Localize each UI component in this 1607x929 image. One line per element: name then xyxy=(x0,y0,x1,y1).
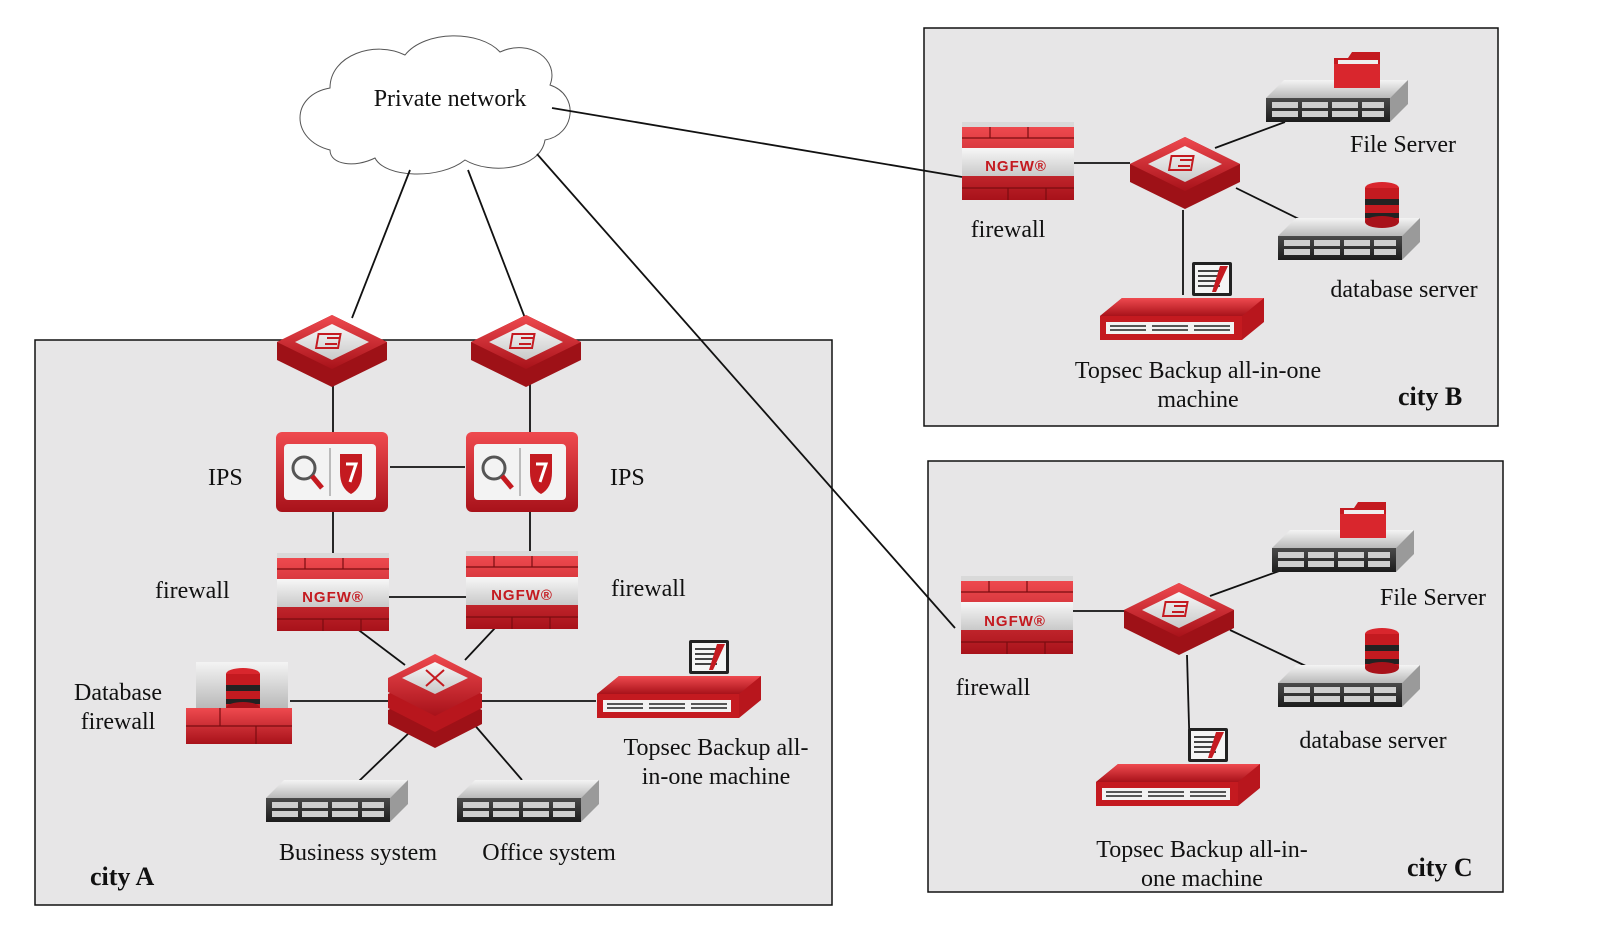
database-firewall-icon xyxy=(186,662,292,744)
database-server-label-b: database server xyxy=(1330,277,1477,303)
city-a-panel xyxy=(34,339,833,906)
firewall-label-right: firewall xyxy=(611,576,686,602)
city-b-title: city B xyxy=(1398,382,1462,411)
file-server-label-b: File Server xyxy=(1350,132,1456,158)
database-server-label-c: database server xyxy=(1299,728,1446,754)
ips-label-right: IPS xyxy=(610,465,645,491)
firewall-label-b: firewall xyxy=(971,217,1046,243)
ips-label-left: IPS xyxy=(208,465,243,491)
ips-icon-a-left xyxy=(276,432,388,512)
database-icon-b xyxy=(1365,182,1399,228)
database-icon-c xyxy=(1365,628,1399,674)
database-firewall-label-2: firewall xyxy=(81,709,156,735)
backup-label-c-1: Topsec Backup all-in- xyxy=(1096,837,1308,863)
database-server-icon-c xyxy=(1278,665,1420,707)
ngfw-text: NGFW® xyxy=(984,613,1046,630)
business-server-icon xyxy=(266,780,408,822)
database-firewall-label-1: Database xyxy=(74,680,162,706)
firewall-label-c: firewall xyxy=(956,675,1031,701)
backup-label-a-2: in-one machine xyxy=(642,764,791,790)
city-a-title: city A xyxy=(90,862,154,891)
connections xyxy=(290,107,1311,783)
backup-label-b-2: machine xyxy=(1157,387,1238,413)
database-server-icon-b xyxy=(1278,218,1420,260)
business-system-label: Business system xyxy=(279,840,437,866)
firewall-icon-a-right: NGFW® xyxy=(465,550,579,630)
backup-label-c-2: one machine xyxy=(1141,866,1263,892)
ngfw-text: NGFW® xyxy=(302,589,364,606)
file-server-label-c: File Server xyxy=(1380,585,1486,611)
firewall-icon-b: NGFW® xyxy=(961,121,1075,201)
cloud-label: Private network xyxy=(374,86,527,112)
ngfw-text: NGFW® xyxy=(491,587,553,604)
office-server-icon xyxy=(457,780,599,822)
backup-label-b-1: Topsec Backup all-in-one xyxy=(1075,358,1321,384)
private-network-cloud: Private network xyxy=(299,35,571,175)
firewall-label-left: firewall xyxy=(155,578,230,604)
city-c-title: city C xyxy=(1407,853,1473,882)
office-system-label: Office system xyxy=(482,840,616,866)
firewall-icon-c: NGFW® xyxy=(960,575,1074,655)
backup-label-a-1: Topsec Backup all- xyxy=(624,735,809,761)
ips-icon-a-right xyxy=(466,432,578,512)
ngfw-text: NGFW® xyxy=(985,158,1047,175)
firewall-icon-a-left: NGFW® xyxy=(276,552,390,632)
